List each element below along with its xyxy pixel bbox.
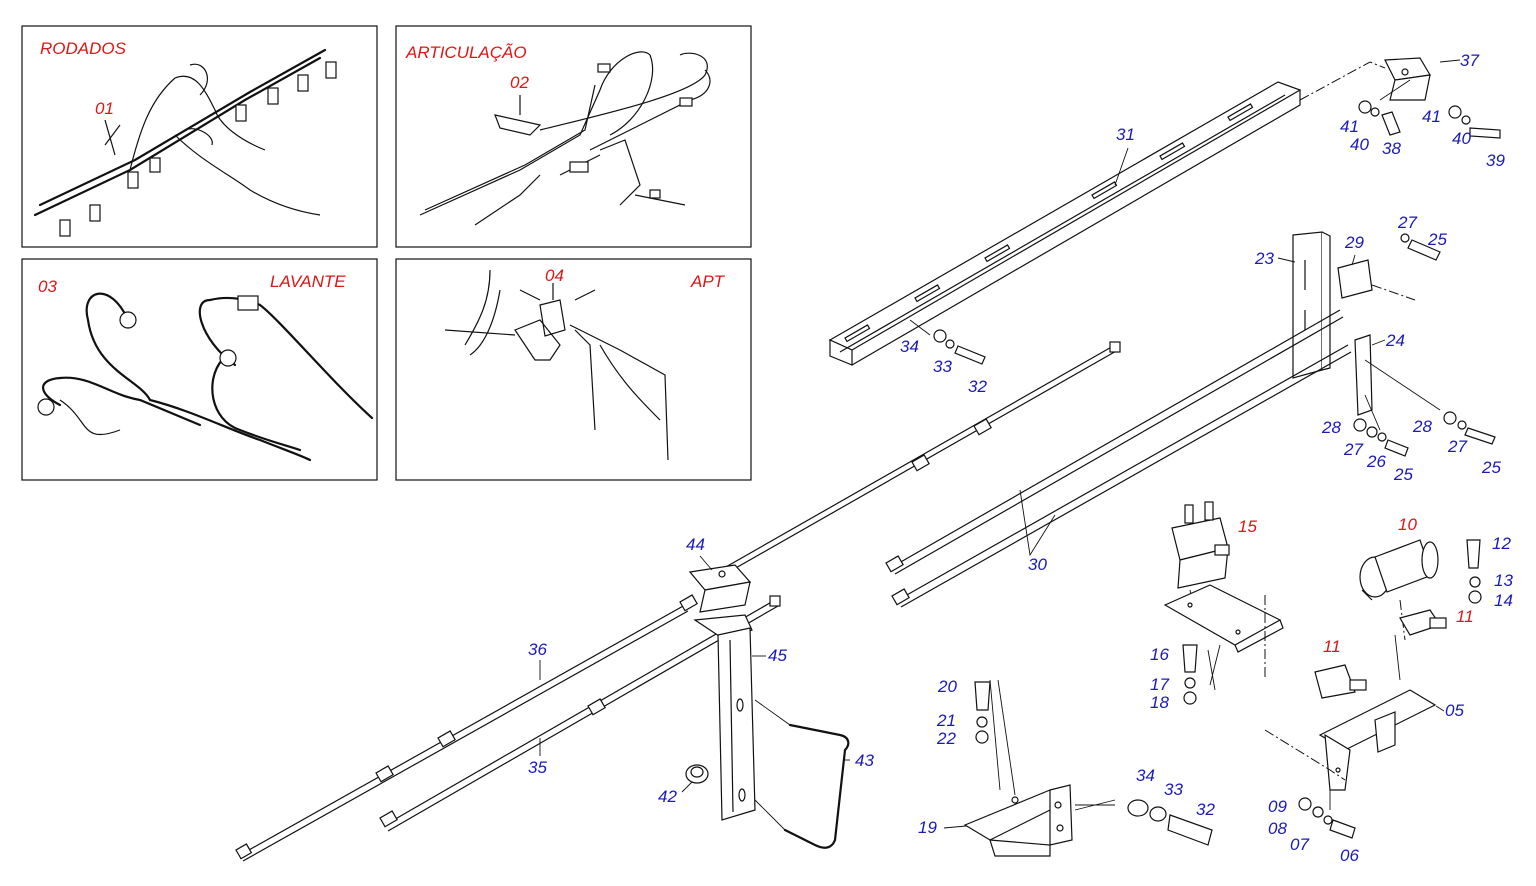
label-17: 17 xyxy=(1150,675,1169,694)
label-16: 16 xyxy=(1150,645,1169,664)
nut-42 xyxy=(685,764,709,784)
panel-rodados: RODADOS 01 xyxy=(21,25,378,248)
label-40a: 40 xyxy=(1350,135,1369,154)
label-22: 22 xyxy=(936,729,956,748)
pipe-upper xyxy=(702,341,1121,586)
valve-15 xyxy=(1171,501,1230,601)
label-24: 24 xyxy=(1385,331,1405,350)
label-32a: 32 xyxy=(968,377,987,396)
label-40b: 40 xyxy=(1452,129,1471,148)
post-23 xyxy=(1292,231,1331,379)
lavante-hose-drawing xyxy=(37,292,374,462)
bracket-24 xyxy=(1354,334,1441,431)
label-38: 38 xyxy=(1382,139,1401,158)
pipe-36 xyxy=(235,594,698,862)
bracket-05 xyxy=(1264,689,1437,791)
u-bolt-43 xyxy=(754,699,850,849)
bracket-37 xyxy=(1384,57,1431,101)
label-34b: 34 xyxy=(1136,766,1155,785)
label-10: 10 xyxy=(1398,515,1417,534)
label-15: 15 xyxy=(1238,517,1257,536)
label-33a: 33 xyxy=(933,357,952,376)
label-42: 42 xyxy=(658,787,677,806)
label-19: 19 xyxy=(918,818,937,837)
label-08: 08 xyxy=(1268,819,1287,838)
post-45 xyxy=(693,614,756,821)
label-01: 01 xyxy=(95,99,114,118)
label-18: 18 xyxy=(1150,693,1169,712)
panel-apt-title: APT xyxy=(690,272,726,291)
label-26: 26 xyxy=(1366,452,1386,471)
label-03: 03 xyxy=(38,277,57,296)
label-09: 09 xyxy=(1268,797,1287,816)
label-37: 37 xyxy=(1460,51,1479,70)
label-32b: 32 xyxy=(1196,800,1215,819)
panel-rodados-title: RODADOS xyxy=(40,39,127,58)
panel-lavante: LAVANTE 03 xyxy=(21,258,378,481)
hardware-37-group xyxy=(1358,79,1501,139)
label-34a: 34 xyxy=(900,337,919,356)
apt-valve-drawing xyxy=(444,269,669,461)
beam-31 xyxy=(828,61,1386,366)
label-05: 05 xyxy=(1445,701,1464,720)
label-44: 44 xyxy=(686,535,705,554)
label-07: 07 xyxy=(1290,835,1309,854)
bracket-44 xyxy=(688,564,752,613)
label-41a: 41 xyxy=(1340,117,1359,136)
label-25a: 25 xyxy=(1427,230,1447,249)
plate-valve-15 xyxy=(1163,584,1284,691)
bracket-19 xyxy=(963,679,1116,857)
motor-10 xyxy=(1359,539,1439,641)
valve-11-lower xyxy=(1314,664,1367,699)
tubes-30 xyxy=(885,309,1352,608)
hardware-15-group xyxy=(1182,644,1198,705)
panel-lavante-title: LAVANTE xyxy=(270,272,346,291)
label-28b: 28 xyxy=(1412,417,1432,436)
label-11b: 11 xyxy=(1323,637,1341,656)
hardware-25-28 xyxy=(1353,233,1496,457)
label-11a: 11 xyxy=(1456,607,1474,626)
hardware-19-group xyxy=(974,681,1213,846)
label-30: 30 xyxy=(1028,555,1047,574)
label-21: 21 xyxy=(936,711,956,730)
label-06: 06 xyxy=(1340,846,1359,865)
label-27b: 27 xyxy=(1343,440,1363,459)
label-27a: 27 xyxy=(1397,213,1417,232)
label-28a: 28 xyxy=(1321,418,1341,437)
valve-11-upper xyxy=(1394,609,1447,681)
beam-hardware-32-34 xyxy=(909,319,986,365)
label-45: 45 xyxy=(768,646,787,665)
panel-articulacao: ARTICULAÇÃO 02 xyxy=(395,25,752,248)
label-14: 14 xyxy=(1494,591,1513,610)
label-12: 12 xyxy=(1492,534,1511,553)
label-25c: 25 xyxy=(1481,458,1501,477)
hardware-12-14 xyxy=(1466,539,1482,604)
callout-labels: 31 37 41 40 38 41 40 39 27 25 23 29 24 2… xyxy=(528,51,1513,865)
label-39: 39 xyxy=(1486,151,1505,170)
label-33b: 33 xyxy=(1164,780,1183,799)
panel-articulacao-title: ARTICULAÇÃO xyxy=(405,43,527,62)
label-41b: 41 xyxy=(1422,107,1441,126)
label-25b: 25 xyxy=(1393,465,1413,484)
articulacao-hose-drawing xyxy=(419,51,711,226)
hardware-06-09 xyxy=(1298,790,1356,839)
label-35: 35 xyxy=(528,758,547,777)
label-13: 13 xyxy=(1494,571,1513,590)
plate-29 xyxy=(1337,259,1416,301)
label-29: 29 xyxy=(1344,233,1364,252)
label-43: 43 xyxy=(855,751,874,770)
label-04: 04 xyxy=(545,266,564,285)
pipe-35 xyxy=(379,595,781,832)
label-31: 31 xyxy=(1116,125,1135,144)
label-02: 02 xyxy=(510,73,529,92)
label-23: 23 xyxy=(1254,249,1274,268)
rodados-harness-drawing xyxy=(33,48,337,237)
panel-apt: APT 04 xyxy=(395,258,752,481)
label-36: 36 xyxy=(528,640,547,659)
label-27c: 27 xyxy=(1447,437,1467,456)
label-20: 20 xyxy=(937,677,957,696)
